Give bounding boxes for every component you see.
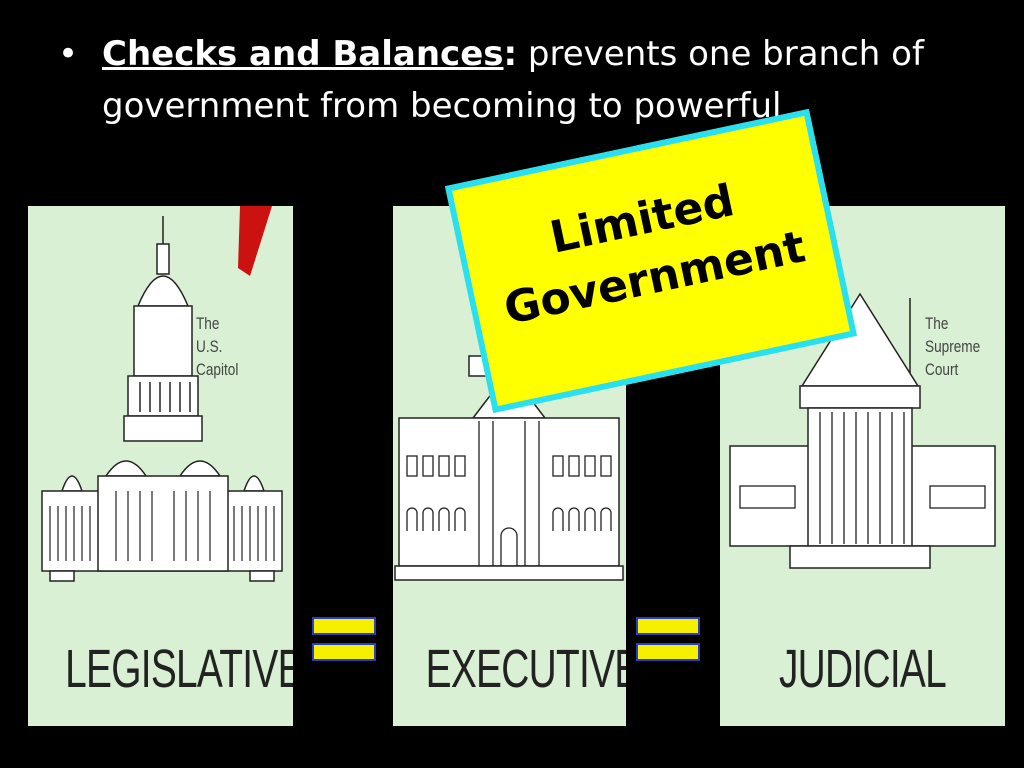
equals-sign [312,615,376,663]
equals-bar [312,643,376,661]
callout-text: Limited Government [460,153,837,345]
bullet-text: Checks and Balances: prevents one branch… [102,28,982,132]
judicial-caption: The Supreme Court [925,314,981,379]
equals-bar [636,643,700,661]
term-colon: : [503,34,518,74]
term-checks-and-balances: Checks and Balances [102,34,504,74]
supreme-court-illustration [729,292,996,569]
legislative-label: LEGISLATIVE [65,639,293,699]
capitol-illustration [41,216,283,582]
legislative-panel: The U.S. Capitol LEGISLATIVE [28,206,293,726]
bullet-definition: prevents one branch of government from b… [102,34,924,126]
bullet-marker: • [58,34,79,74]
equals-sign [636,615,700,663]
equals-bar [312,617,376,635]
equals-bar [636,617,700,635]
executive-label: EXECUTIVE [425,639,626,699]
red-arrow-accent [238,206,272,276]
legislative-caption: The U.S. Capitol [196,314,239,379]
judicial-label: JUDICIAL [778,639,947,699]
